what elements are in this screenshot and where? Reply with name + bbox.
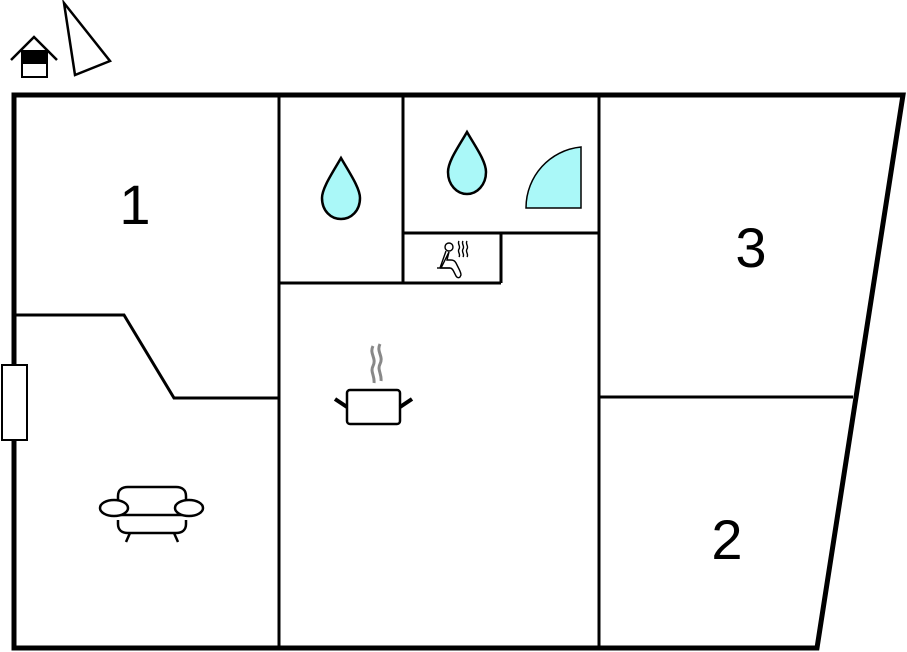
north-arrow-icon	[62, 0, 113, 77]
outer-wall	[11, 92, 906, 651]
cooking-pot-icon	[333, 343, 414, 426]
room-label-2: 2	[711, 508, 743, 571]
house-entrance-icon	[10, 35, 58, 78]
sauna-icon	[437, 240, 469, 279]
sofa-icon	[98, 485, 205, 543]
water-drop-icon-bathroom	[446, 129, 488, 196]
room-label-3: 3	[735, 216, 767, 279]
door-icon	[1, 364, 28, 441]
interior-walls	[14, 95, 853, 648]
water-drop-icon-toilet	[320, 155, 362, 221]
room-label-1: 1	[119, 173, 151, 236]
shower-icon	[525, 146, 582, 209]
